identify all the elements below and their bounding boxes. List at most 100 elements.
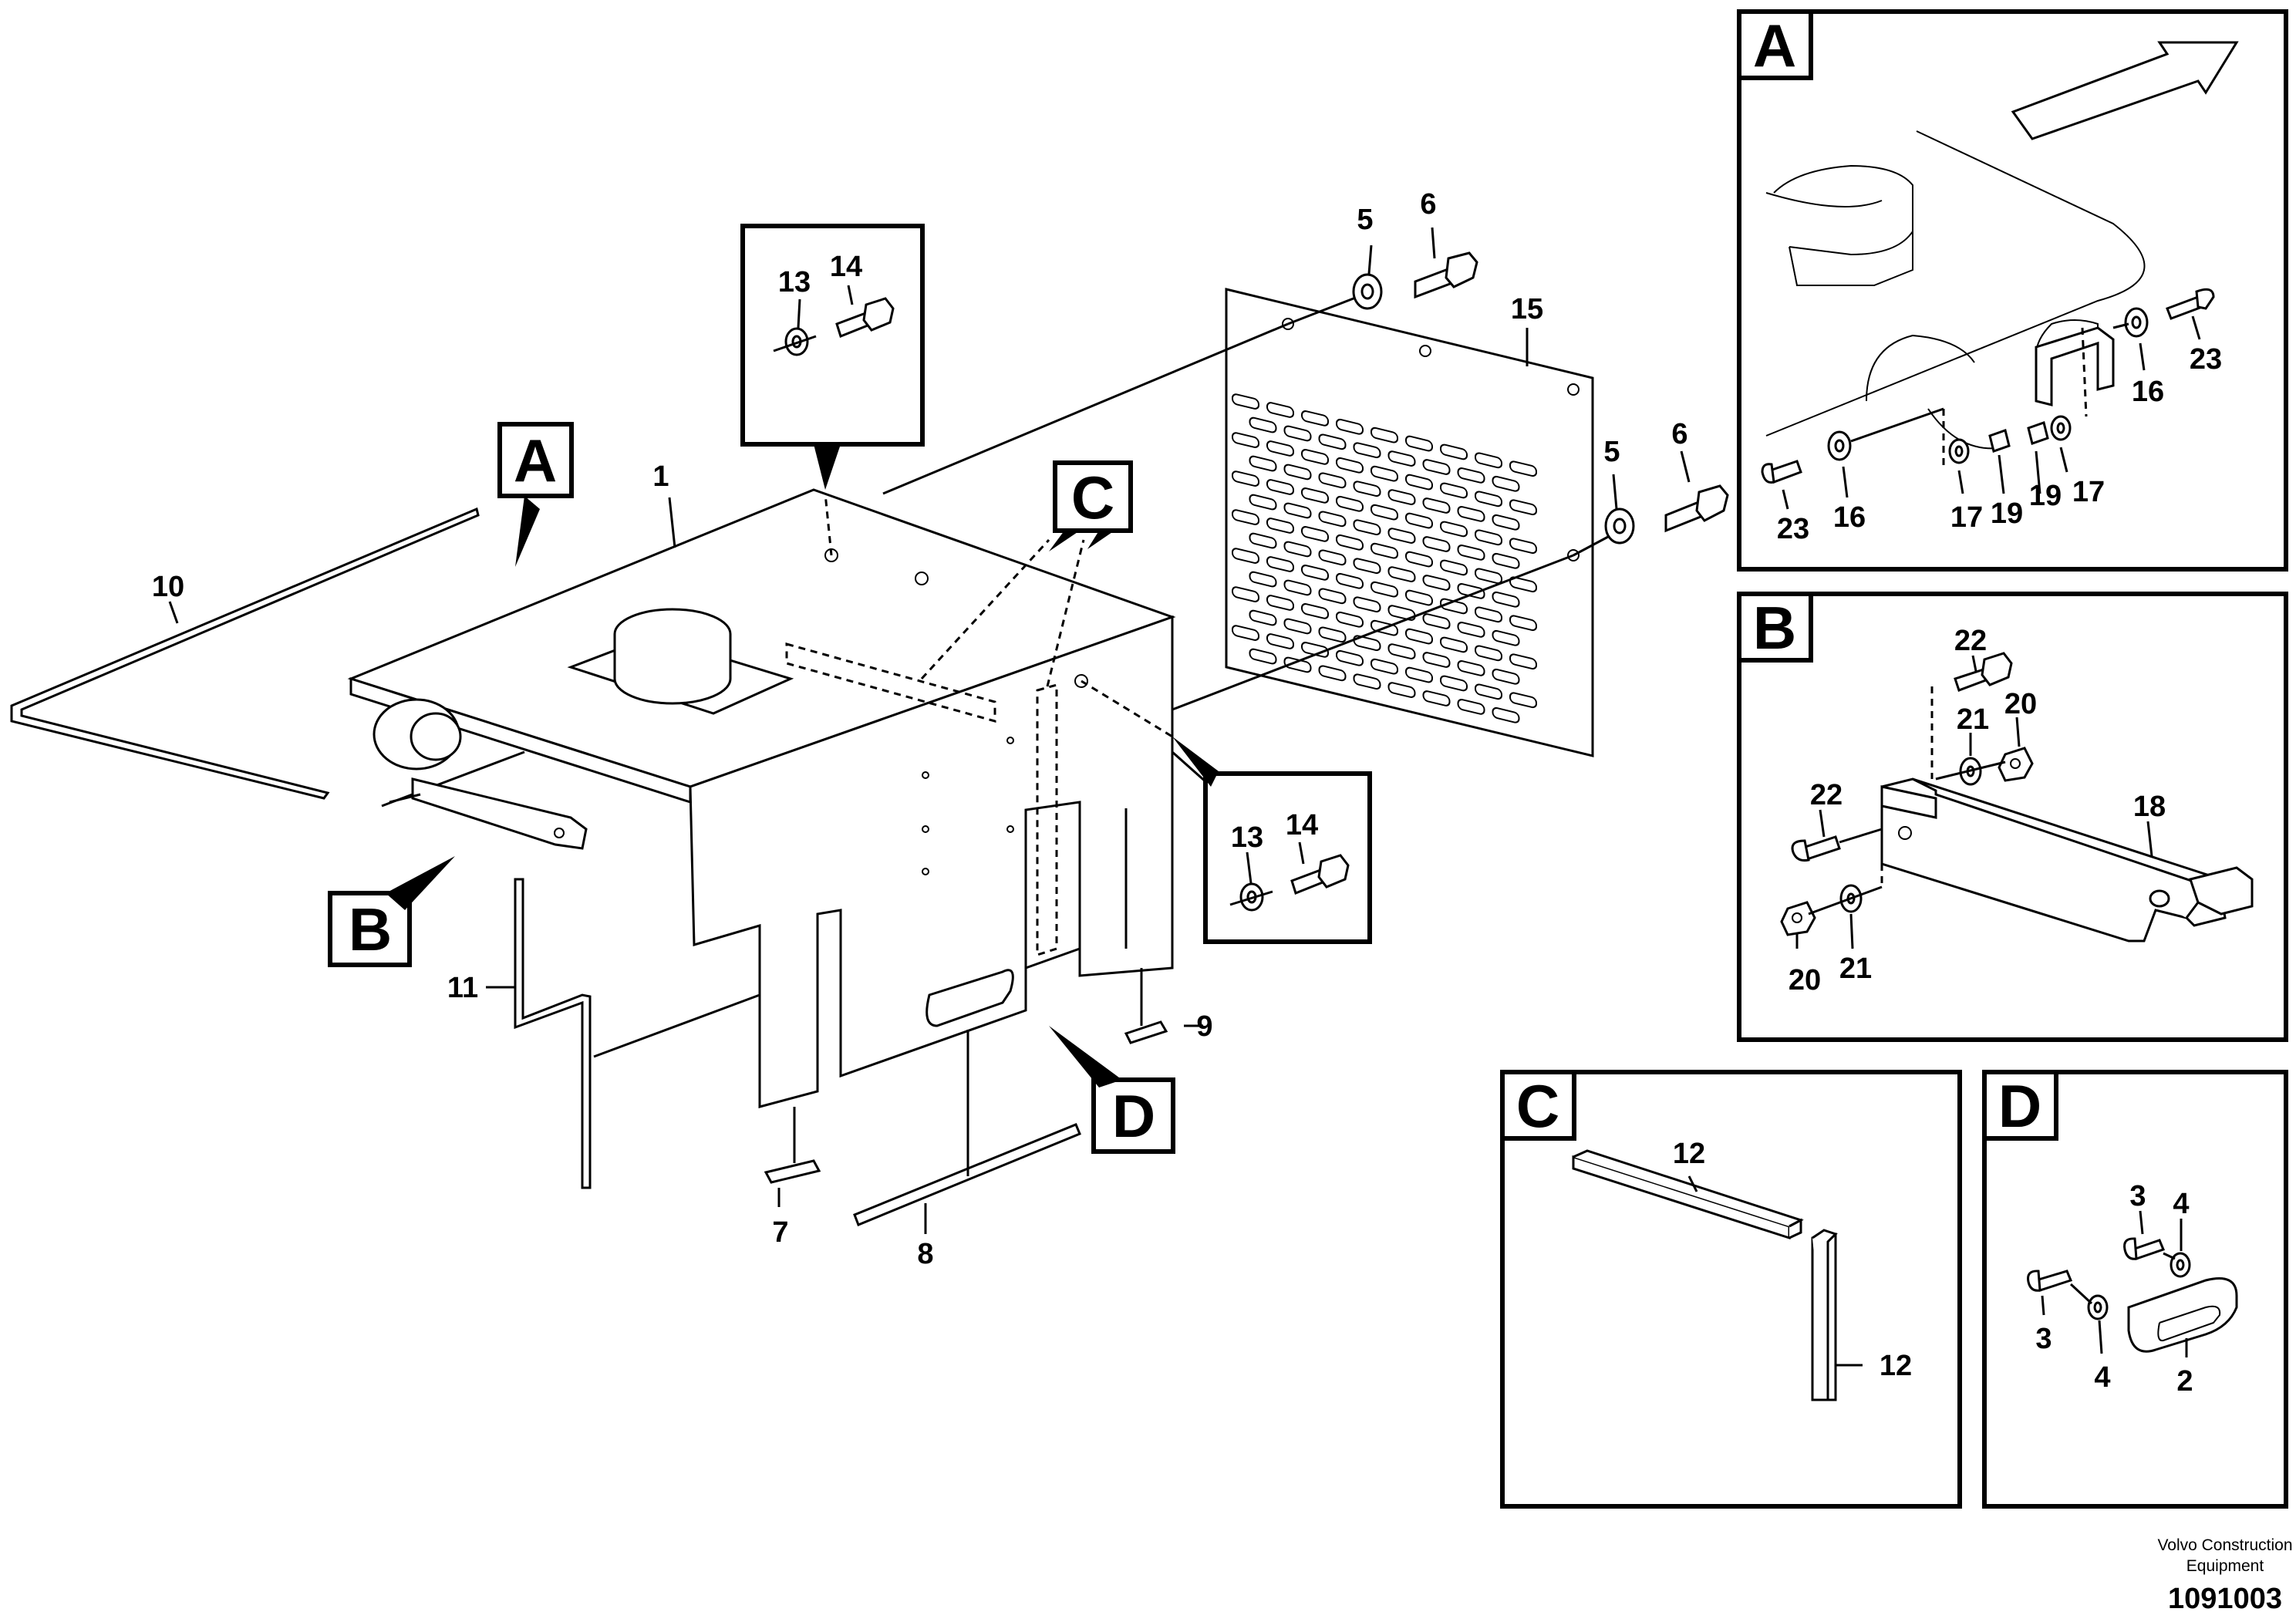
detail-a-callout-17-right: 17	[2072, 476, 2105, 508]
grille-slot	[1387, 682, 1416, 698]
view-marker-b	[328, 856, 455, 967]
grille-slot	[1405, 435, 1433, 452]
grille-slot	[1249, 648, 1277, 665]
view-letters: A B C D A B C D	[349, 12, 2041, 1150]
grille-slot	[1440, 636, 1468, 653]
grille-slot	[1371, 427, 1398, 443]
detail-d-callout-4-upper: 4	[2173, 1188, 2189, 1220]
grille-slot	[1301, 603, 1329, 619]
detail-panel-d	[1982, 1070, 2288, 1509]
washer-5-lower	[1604, 508, 1635, 545]
grille-slot	[1336, 649, 1364, 666]
main-assembly	[10, 224, 1729, 1234]
grille-slot	[1492, 475, 1520, 492]
grille-slot	[1266, 633, 1294, 649]
detail-d-callout-3-lower: 3	[2035, 1323, 2052, 1355]
grille-slot	[1266, 402, 1294, 418]
callout-11: 11	[447, 972, 478, 1004]
grille-slot	[1457, 622, 1485, 638]
washer-5-upper	[1352, 273, 1383, 310]
grille-slot	[1283, 618, 1312, 635]
grille-slot	[1475, 529, 1502, 546]
callout-13-upper: 13	[778, 266, 811, 298]
bolt-6-upper	[1414, 251, 1478, 299]
grille-slot	[1457, 467, 1485, 484]
grille-slot	[1475, 568, 1502, 585]
grille-slot	[1387, 643, 1416, 659]
grille-slot	[1301, 487, 1329, 504]
grille-slot	[1475, 645, 1502, 662]
grille-slot	[1405, 589, 1433, 606]
rod-11	[514, 878, 592, 1189]
grille-slot	[1318, 549, 1347, 566]
detail-d-callout-2: 2	[2176, 1365, 2193, 1398]
grille-slot	[1283, 464, 1312, 481]
grille-slot	[1301, 410, 1329, 427]
callout-7: 7	[772, 1216, 788, 1249]
grille-slot	[1457, 506, 1485, 522]
grille-slot	[1232, 548, 1259, 564]
grille-slot	[1405, 666, 1433, 683]
grille-slot	[1371, 542, 1398, 559]
grille-slot	[1371, 581, 1398, 598]
callout-6-lower: 6	[1671, 418, 1687, 450]
detail-a-callout-23-right: 23	[2190, 343, 2222, 376]
callout-box-upper	[740, 224, 925, 490]
grille-slot	[1509, 538, 1537, 555]
detail-panel-a	[1737, 9, 2288, 572]
view-letter-d-main: D	[1112, 1082, 1155, 1150]
grille-slot	[1422, 575, 1451, 591]
grille-slot	[1353, 558, 1381, 575]
callout-1: 1	[652, 460, 669, 493]
grille-slot	[1387, 450, 1416, 467]
grille-slot	[1492, 552, 1520, 569]
grille-slot	[1266, 440, 1294, 457]
grille-slot	[1475, 606, 1502, 623]
grille-slot	[1353, 442, 1381, 459]
rod-10	[10, 507, 480, 800]
grille-slot	[1318, 433, 1347, 450]
grille-slot	[1405, 551, 1433, 568]
grille-slot	[1301, 526, 1329, 542]
grille-slot	[1405, 628, 1433, 645]
grille-slot	[1509, 653, 1537, 670]
grille-slot	[1457, 660, 1485, 676]
grille-slot	[1249, 494, 1277, 511]
grille-slot	[1492, 706, 1520, 723]
grille-slot	[1475, 683, 1502, 700]
grille-slot	[1249, 571, 1277, 588]
grille-slot	[1422, 459, 1451, 475]
grille-slot	[1232, 625, 1259, 641]
detail-d-callouts: 3 4 3 4 2	[2035, 1180, 2193, 1398]
grille-slot	[1353, 596, 1381, 613]
grille-slot	[1266, 518, 1294, 534]
grille-slot	[1353, 519, 1381, 536]
view-letter-d-detail: D	[1998, 1072, 2041, 1140]
callout-6-upper: 6	[1420, 188, 1436, 221]
grille-slot	[1318, 472, 1347, 489]
detail-b-callout-22-upper: 22	[1954, 625, 1987, 657]
grille-slot	[1283, 579, 1312, 596]
footer: Volvo Construction Equipment 1091003	[2157, 1536, 2292, 1615]
detail-c-callout-12-lower: 12	[1880, 1350, 1912, 1382]
grille-slot	[1457, 583, 1485, 599]
callout-14-lower: 14	[1286, 809, 1318, 841]
detail-b-callout-21-lower: 21	[1839, 953, 1872, 985]
callout-14-upper: 14	[830, 251, 862, 283]
grille-slot	[1353, 673, 1381, 690]
grille-slot	[1440, 675, 1468, 692]
detail-b-callout-18: 18	[2133, 791, 2166, 823]
grille-slot	[1318, 511, 1347, 528]
grille-slot	[1232, 470, 1259, 487]
grille-slot	[1283, 425, 1312, 442]
grille-slot	[1266, 595, 1294, 611]
detail-a-callouts: 23 16 17 19 19 17 16 23	[1777, 343, 2222, 545]
grille-slot	[1318, 588, 1347, 605]
grille-slot	[1387, 566, 1416, 582]
grille-slot	[1457, 545, 1485, 561]
grille-slot	[1249, 609, 1277, 626]
grille-slot	[1405, 474, 1433, 491]
grille-slot	[1318, 665, 1347, 682]
grille-slot	[1422, 536, 1451, 552]
